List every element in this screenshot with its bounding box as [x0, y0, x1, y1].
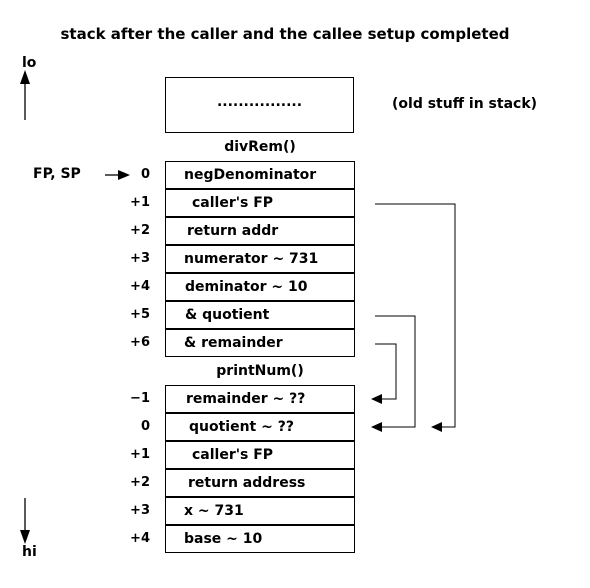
link-quotient — [375, 315, 416, 428]
diagram-title: stack after the caller and the callee se… — [60, 25, 510, 43]
offset-label: 0 — [140, 419, 150, 434]
stack-cell-addr-quotient: & quotient — [165, 301, 355, 329]
offset-label: 0 — [140, 167, 150, 182]
stack-cell-deminator: deminator ~ 10 — [165, 273, 355, 301]
stack-cell-callers-fp: caller's FP — [165, 189, 355, 217]
offset-label: +4 — [130, 279, 150, 294]
stack-cell-addr-remainder: & remainder — [165, 329, 355, 357]
offset-label: +2 — [130, 475, 150, 490]
old-stack-dots: ................ — [216, 94, 303, 110]
axis-down-arrowhead — [20, 530, 30, 544]
old-stack-box: ................ — [165, 77, 354, 133]
old-stack-note: (old stuff in stack) — [392, 96, 538, 112]
stack-cell-numerator: numerator ~ 731 — [165, 245, 355, 273]
offset-label: +6 — [130, 335, 150, 350]
stack-cell-return-addr: return addr — [165, 217, 355, 245]
link-callers-fp — [375, 203, 456, 428]
axis-lo-label: lo — [22, 55, 37, 71]
frame-label-divrem: divRem() — [224, 139, 296, 155]
link-callers-fp-arrowhead — [431, 422, 442, 432]
link-remainder-arrowhead — [371, 394, 382, 404]
frame-label-printnum: printNum() — [216, 363, 304, 379]
offset-label: +1 — [130, 195, 150, 210]
stack-cell-negdenominator: negDenominator — [165, 161, 355, 189]
stack-cell-quotient: quotient ~ ?? — [165, 413, 355, 441]
link-quotient-arrowhead — [371, 422, 382, 432]
offset-label: +1 — [130, 447, 150, 462]
axis-hi-label: hi — [22, 544, 37, 560]
fp-sp-label: FP, SP — [33, 166, 81, 182]
offset-label: +5 — [130, 307, 150, 322]
stack-cell-callers-fp: caller's FP — [165, 441, 355, 469]
stack-cell-remainder: remainder ~ ?? — [165, 385, 355, 413]
stack-cell-base: base ~ 10 — [165, 525, 355, 553]
stack-cell-x: x ~ 731 — [165, 497, 355, 525]
offset-label: −1 — [130, 391, 150, 406]
offset-label: +3 — [130, 503, 150, 518]
link-remainder — [375, 343, 397, 400]
stack-cell-return-address: return address — [165, 469, 355, 497]
offset-label: +4 — [130, 531, 150, 546]
offset-label: +3 — [130, 251, 150, 266]
fp-sp-pointer-arrowhead — [118, 170, 130, 180]
axis-up-arrowhead — [20, 70, 30, 84]
offset-label: +2 — [130, 223, 150, 238]
